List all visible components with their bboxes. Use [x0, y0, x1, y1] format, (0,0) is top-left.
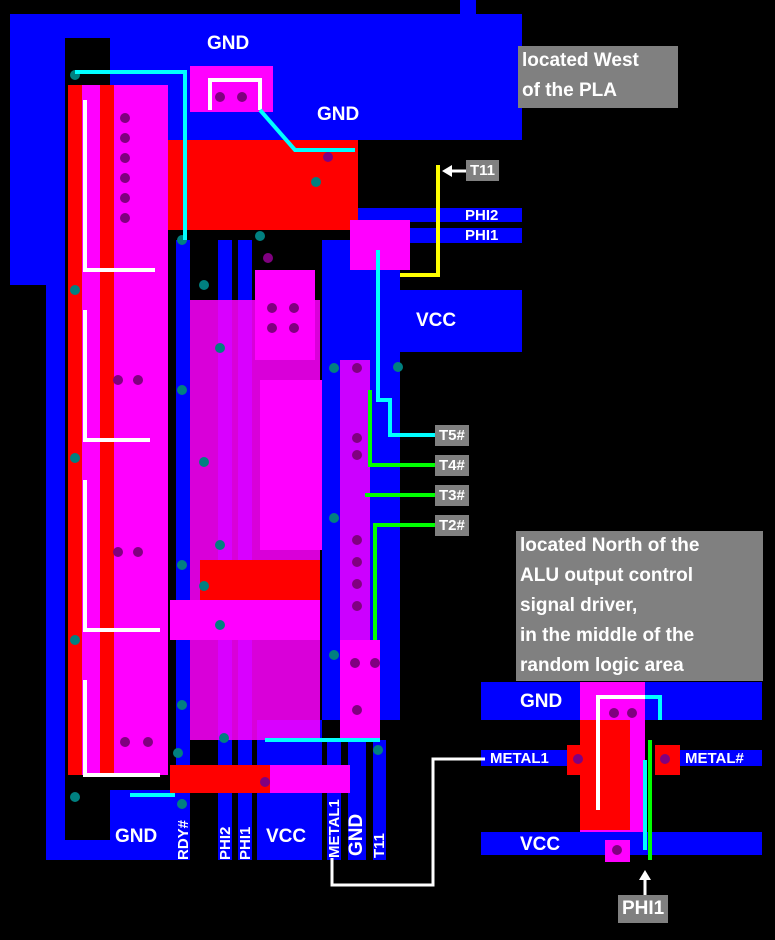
note-line: random logic area [520, 655, 684, 676]
pin-metal1: METAL1 [326, 799, 343, 858]
detail-metal-n-label: METAL# [685, 750, 744, 767]
tag-t2: T2# [435, 515, 469, 536]
tag-t5: T5# [435, 425, 469, 446]
note-line: ALU output control [520, 565, 694, 586]
note-north-alu: located North of the ALU output control … [516, 531, 763, 681]
tag-phi1: PHI1 [618, 895, 669, 923]
tag-t4: T4# [435, 455, 469, 476]
detail-vcc-label: VCC [520, 834, 561, 855]
label-gnd-top-right: GND [317, 104, 360, 125]
contacts [113, 92, 670, 855]
label-gnd-top-left: GND [207, 33, 250, 54]
pin-phi1: PHI1 [237, 826, 254, 860]
pin-phi2: PHI2 [217, 826, 234, 860]
pin-rdy: RDY# [175, 819, 192, 860]
note-line: in the middle of the [520, 625, 695, 646]
note-west-pla: located West of the PLA [518, 46, 678, 108]
label-phi1-right: PHI1 [465, 227, 499, 244]
note-line: located North of the [520, 535, 700, 556]
pin-t11: T11 [371, 832, 388, 858]
tag-t11: T11 [466, 160, 500, 181]
label-vcc-bottom: VCC [266, 826, 307, 847]
arrow-icon [442, 165, 452, 177]
tag-t3: T3# [435, 485, 469, 506]
arrow-icon [639, 870, 651, 880]
buried-contacts [70, 70, 403, 809]
note-line: located West [522, 50, 639, 71]
label-vcc-right: VCC [416, 310, 457, 331]
note-line: signal driver, [520, 595, 638, 616]
pin-gnd: GND [346, 813, 367, 856]
label-gnd-bottom: GND [115, 826, 158, 847]
leader-lines [330, 169, 647, 897]
detail-metal1-label: METAL1 [490, 750, 549, 767]
label-phi2-right: PHI2 [465, 207, 499, 224]
note-line: of the PLA [522, 80, 617, 101]
wires [75, 70, 662, 860]
detail-gnd-label: GND [520, 691, 563, 712]
